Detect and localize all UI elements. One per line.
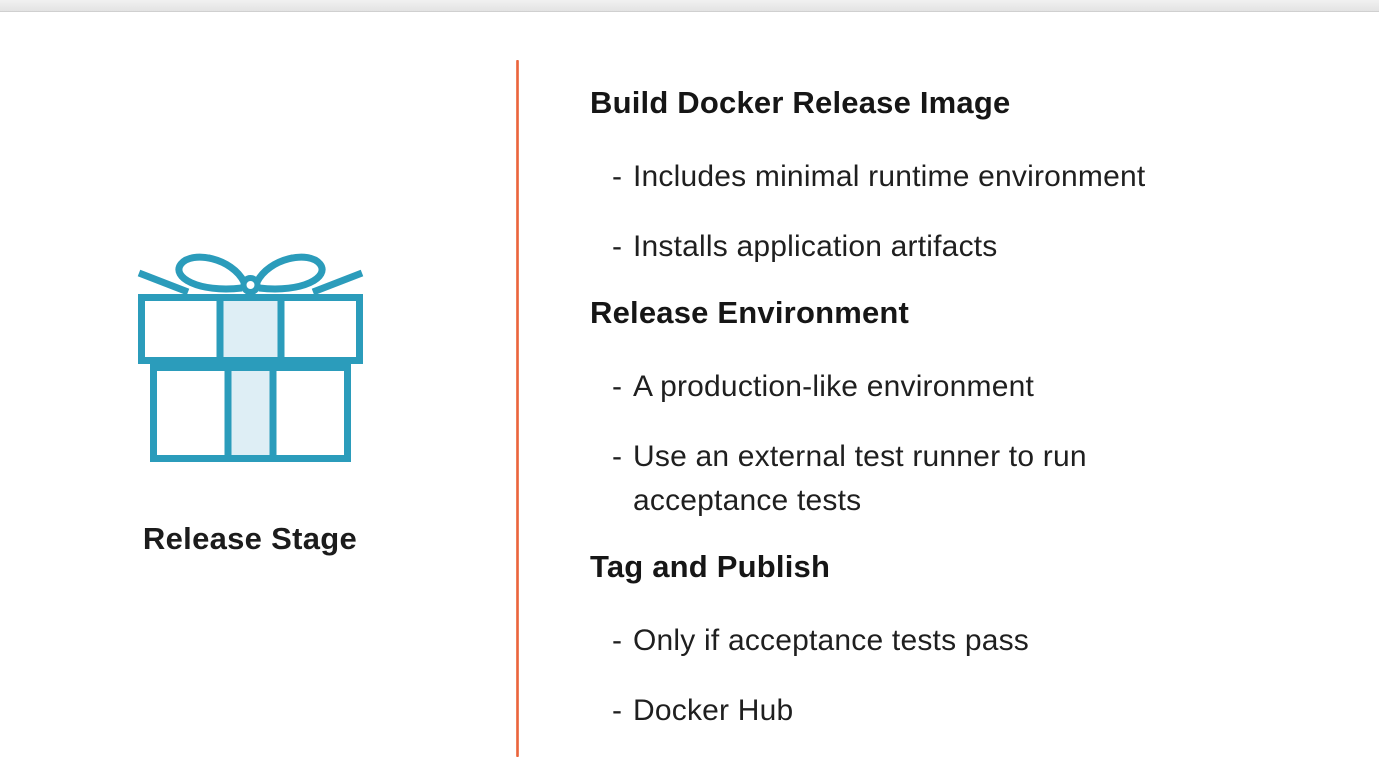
gift-icon (137, 252, 364, 466)
bullet-item: - Use an external test runner to run acc… (590, 435, 1200, 523)
bullet-item: - Includes minimal runtime environment (590, 155, 1200, 199)
left-panel: Release Stage (0, 0, 516, 781)
bullet-text: Only if acceptance tests pass (633, 624, 1029, 657)
section-heading: Tag and Publish (590, 549, 831, 584)
bullet-dash: - (612, 694, 623, 727)
section-heading: Build Docker Release Image (590, 85, 1011, 120)
bullet-item: - Docker Hub (590, 689, 1200, 733)
bullet-text: Installs application artifacts (633, 230, 998, 263)
content-section: Build Docker Release Image - Includes mi… (590, 85, 1200, 269)
bullet-text: A production-like environment (633, 370, 1035, 403)
bullet-dash: - (612, 624, 623, 657)
section-heading: Release Environment (590, 295, 910, 330)
divider-line (516, 60, 519, 757)
top-bar (0, 0, 1379, 12)
bullet-dash: - (612, 440, 623, 473)
bullet-item: - Installs application artifacts (590, 225, 1200, 269)
content-section: Release Environment - A production-like … (590, 295, 1200, 523)
bullet-dash: - (612, 230, 623, 263)
bullet-text: Use an external test runner to run accep… (633, 440, 1087, 517)
stage-caption: Release Stage (142, 521, 358, 556)
bullet-text: Docker Hub (633, 694, 794, 727)
bullet-dash: - (612, 370, 623, 403)
content-section: Tag and Publish - Only if acceptance tes… (590, 549, 1200, 733)
bullet-item: - A production-like environment (590, 365, 1200, 409)
content-panel: Build Docker Release Image - Includes mi… (590, 85, 1200, 759)
bullet-item: - Only if acceptance tests pass (590, 619, 1200, 663)
bullet-text: Includes minimal runtime environment (633, 160, 1146, 193)
bullet-dash: - (612, 160, 623, 193)
